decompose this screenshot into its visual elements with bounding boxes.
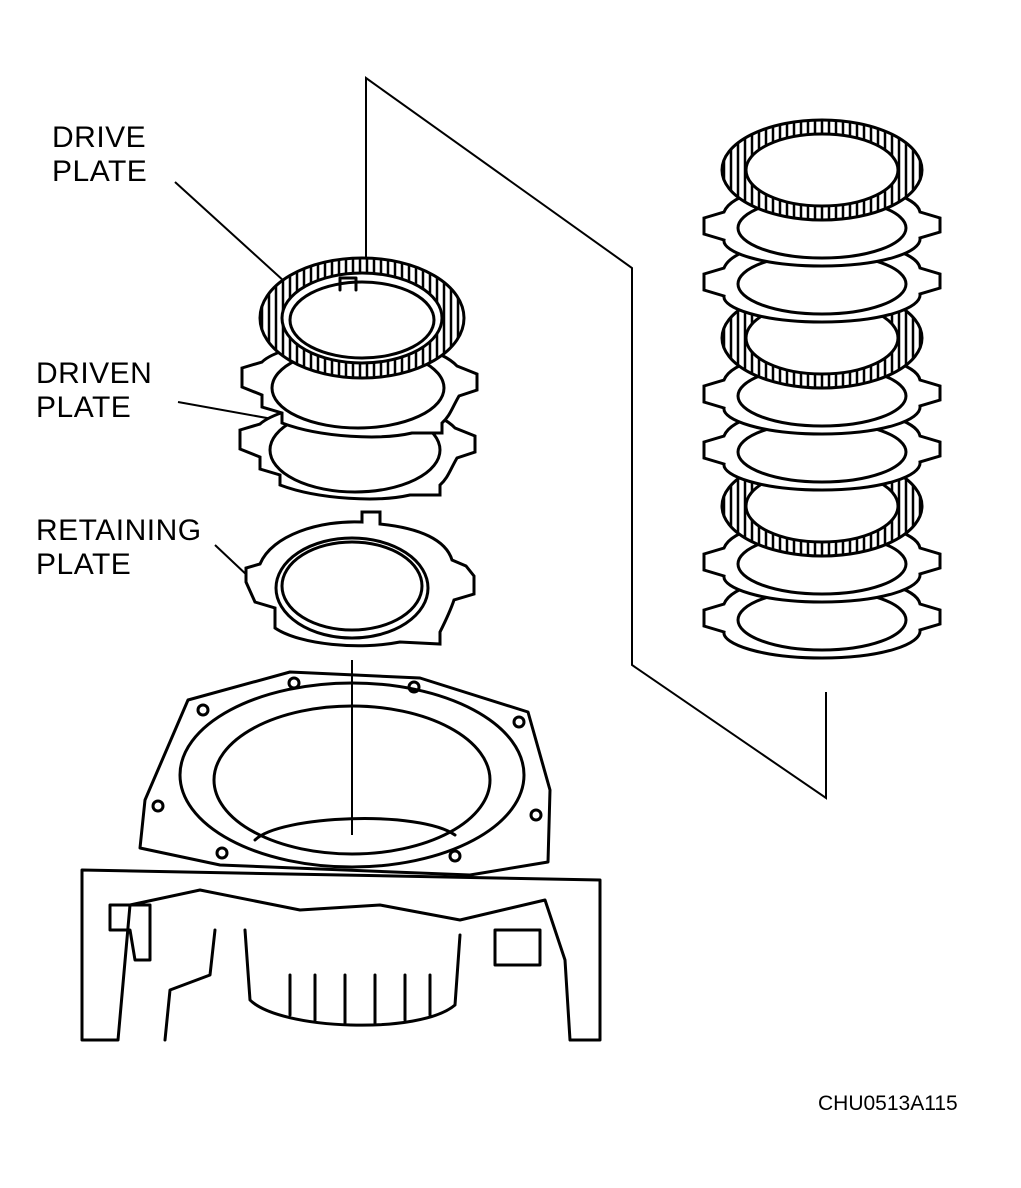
plate-stack: [702, 118, 942, 660]
retaining-plate: [244, 510, 476, 648]
transmission-case: [80, 670, 602, 1042]
drive-plate: [258, 256, 466, 380]
driven-plate-leader: [177, 401, 279, 421]
retaining-plate-label-line2: PLATE: [36, 548, 132, 581]
driven-plate-label: DRIVEN PLATE: [36, 357, 152, 425]
drive-plate-leader: [174, 181, 286, 283]
drive-plate-label: DRIVE PLATE: [52, 121, 147, 189]
figure-code: CHU0513A115: [818, 1092, 958, 1115]
bracket-line: [365, 76, 827, 800]
drive-plate-label-line1: DRIVE: [52, 121, 147, 154]
retaining-plate-label-line1: RETAINING: [36, 514, 202, 547]
retaining-plate-label: RETAINING PLATE: [36, 514, 202, 582]
drive-plate-label-line2: PLATE: [52, 155, 148, 188]
leader-lines: [174, 181, 286, 579]
stack-plate-drive: [720, 118, 924, 222]
stack-bracket: [351, 76, 827, 835]
left-plates: [238, 256, 479, 648]
retaining-plate-leader: [214, 544, 251, 579]
driven-plate-label-line1: DRIVEN: [36, 357, 153, 390]
driven-plate-label-line2: PLATE: [36, 391, 132, 424]
